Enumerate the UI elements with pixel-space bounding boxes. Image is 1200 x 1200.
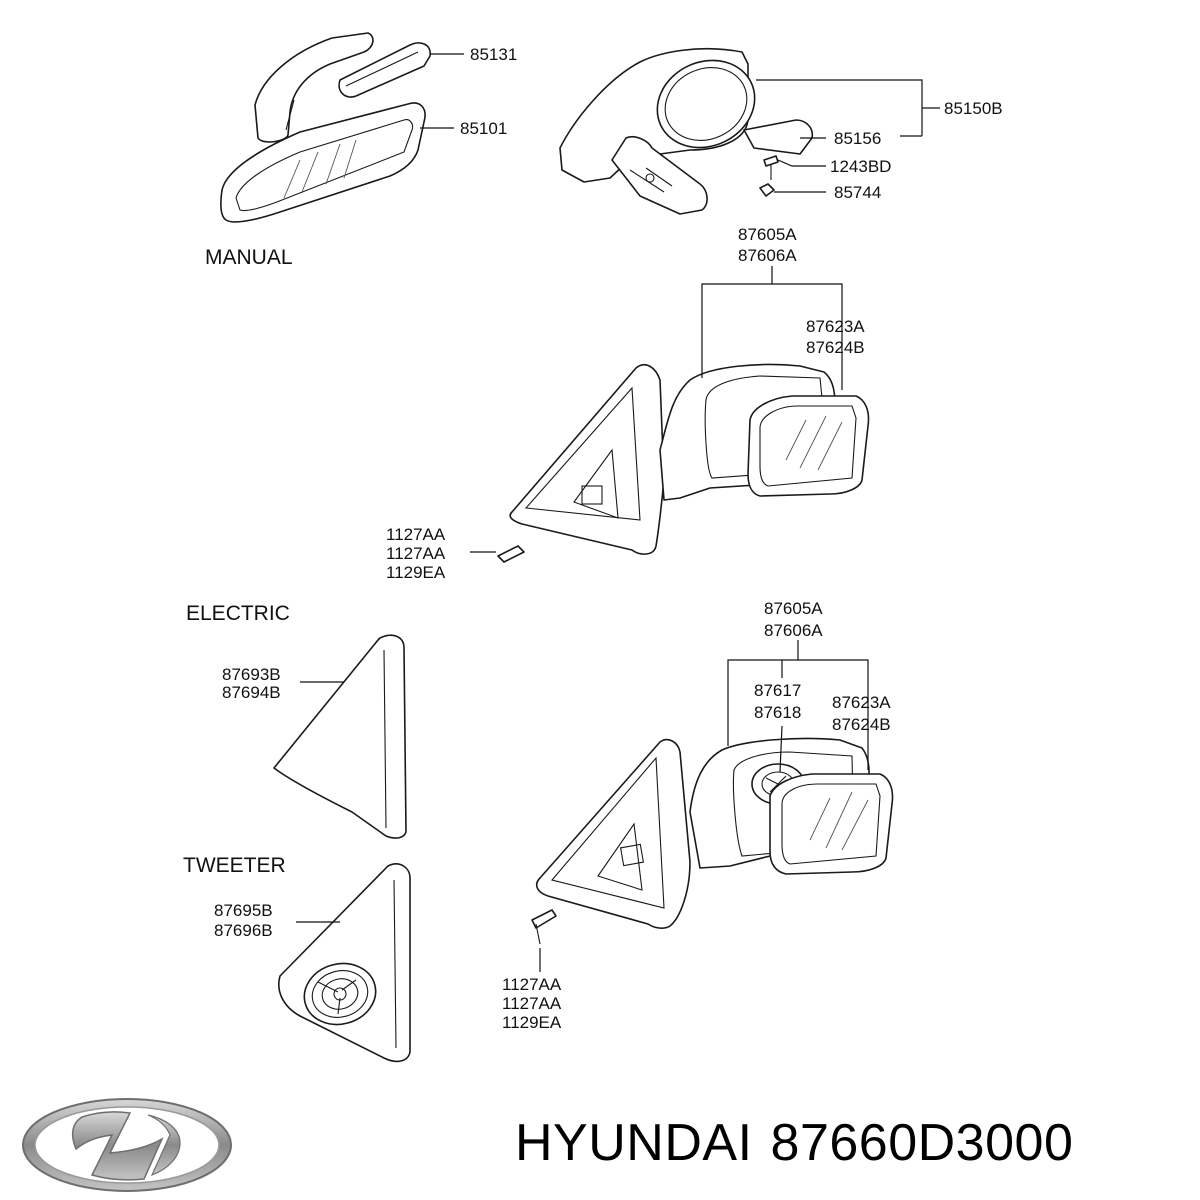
label-87606a-electric: 87606A (764, 621, 823, 640)
sun-visor-mirror (559, 47, 814, 215)
electric-outside-mirror (531, 737, 894, 945)
label-1127aa-manual-1: 1127AA (386, 525, 446, 544)
label-87618: 87618 (754, 703, 801, 722)
label-1129ea-electric: 1129EA (502, 1013, 562, 1032)
label-1127aa-manual-2: 1127AA (386, 544, 446, 563)
interior-mirror (220, 32, 431, 223)
hyundai-logo-icon (22, 1098, 232, 1192)
part-caption: HYUNDAI 87660D3000 (515, 1108, 1195, 1178)
label-87624b-manual: 87624B (806, 338, 865, 357)
label-85744: 85744 (834, 183, 881, 202)
part-number: 87660D3000 (770, 1114, 1074, 1172)
leader-lines-electric (539, 640, 869, 972)
manual-outside-mirror (497, 363, 870, 563)
label-1243bd: 1243BD (830, 157, 891, 176)
label-87623a-electric: 87623A (832, 693, 891, 712)
label-87693b: 87693B (222, 665, 281, 684)
label-85156: 85156 (834, 129, 881, 148)
label-87605a-electric: 87605A (764, 599, 823, 618)
label-87695b: 87695B (214, 901, 273, 920)
label-85131: 85131 (470, 45, 517, 64)
label-87605a-manual: 87605A (738, 225, 797, 244)
label-87606a-manual: 87606A (738, 246, 797, 265)
label-87623a-manual: 87623A (806, 317, 865, 336)
label-1127aa-electric-1: 1127AA (502, 975, 562, 994)
label-87696b: 87696B (214, 921, 273, 940)
label-85101: 85101 (460, 119, 507, 138)
delta-cover-electric (273, 634, 407, 839)
section-tweeter: TWEETER (183, 854, 286, 877)
label-87624b-electric: 87624B (832, 715, 891, 734)
leader-lines-top (420, 53, 940, 193)
label-1127aa-electric-2: 1127AA (502, 994, 562, 1013)
section-manual: MANUAL (205, 246, 293, 269)
label-1129ea-manual: 1129EA (386, 563, 446, 582)
label-87694b: 87694B (222, 683, 281, 702)
section-electric: ELECTRIC (186, 602, 290, 625)
brand-name: HYUNDAI (515, 1114, 753, 1172)
leader-lines-manual (470, 266, 843, 553)
tweeter-cover (278, 863, 411, 1063)
label-87617: 87617 (754, 681, 801, 700)
label-85150b: 85150B (944, 99, 1003, 118)
